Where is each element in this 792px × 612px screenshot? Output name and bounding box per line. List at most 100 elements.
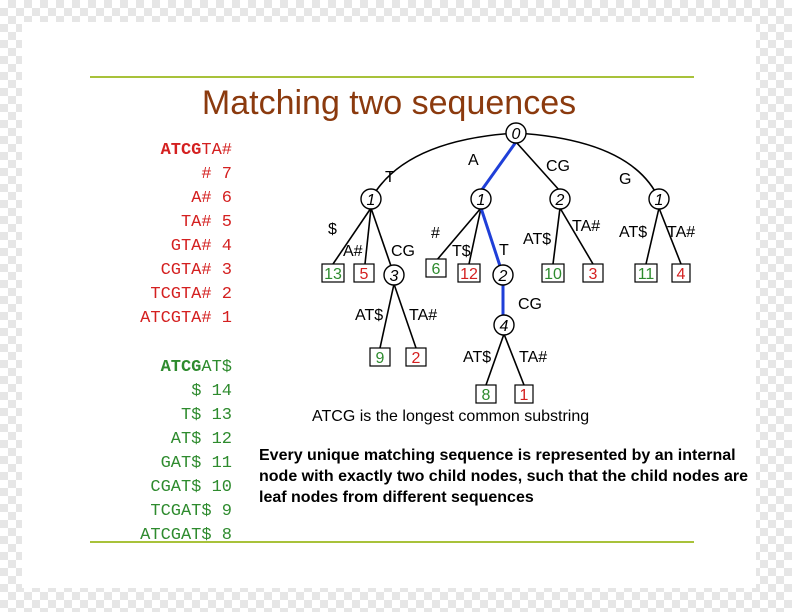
- suffix-b-row: AT$ 12: [170, 430, 232, 449]
- edge-root-t: [370, 132, 517, 200]
- suffix-a-row: ATCGTA# 1: [140, 309, 232, 328]
- diagram-caption: ATCG is the longest common substring: [312, 408, 590, 425]
- node-g: 1: [648, 188, 670, 210]
- suffix-b-row: $ 14: [191, 382, 232, 401]
- edge-root-cg: [515, 141, 561, 192]
- edge-t-tcg: [370, 207, 392, 267]
- leaf-13: 13: [321, 263, 345, 283]
- edge-a-6: [435, 207, 482, 262]
- leaf-11: 11: [634, 263, 658, 283]
- edge-label-a-12: T$: [452, 243, 471, 260]
- edge-label-atcg-1: TA#: [519, 349, 547, 366]
- node-root-label: 0: [512, 126, 521, 143]
- sequence-a-list: ATCGTA# # 7 A# 6 TA# 5 GTA# 4 CGTA# 3 TC…: [102, 139, 232, 331]
- leaf-8-label: 8: [482, 387, 491, 404]
- suffix-a-row: TCGTA# 2: [150, 285, 232, 304]
- sequence-b-common: ATCG: [160, 358, 202, 377]
- edge-label-t-13: $: [328, 221, 337, 238]
- node-a: 1: [470, 188, 492, 210]
- suffix-b-row: GAT$ 11: [160, 454, 232, 473]
- slide: Matching two sequences ATCGTA# # 7 A# 6 …: [22, 22, 756, 588]
- leaf-9: 9: [369, 347, 391, 367]
- edge-cg-3: [559, 207, 594, 265]
- edge-label-a-6: #: [431, 225, 440, 242]
- sequence-a-common: ATCG: [160, 141, 202, 160]
- edge-atcg-8: [485, 333, 505, 386]
- leaf-2: 2: [405, 347, 427, 367]
- edge-t-5: [364, 207, 372, 265]
- node-atcg: 4: [493, 314, 515, 336]
- suffix-a-row: TA# 5: [180, 213, 232, 232]
- edge-label-t-tcg: CG: [391, 243, 415, 260]
- node-tcg: 3: [383, 264, 405, 286]
- edge-label-g-4: TA#: [667, 224, 695, 241]
- node-root: 0: [505, 122, 527, 144]
- edge-tcg-2: [393, 283, 417, 349]
- node-cg-label: 2: [555, 192, 565, 209]
- edge-label-g-11: AT$: [619, 224, 647, 241]
- edge-root-a: [479, 141, 518, 192]
- node-at: 2: [492, 264, 514, 286]
- edge-label-at-atcg: CG: [518, 296, 542, 313]
- edge-label-cg-10: AT$: [523, 231, 551, 248]
- edge-a-12: [468, 207, 482, 265]
- leaf-12-label: 12: [460, 266, 478, 283]
- suffix-b-row: TCGAT$ 9: [150, 502, 232, 521]
- sequence-b-header: ATCGAT$: [161, 356, 232, 380]
- node-g-label: 1: [655, 192, 664, 209]
- leaf-1-label: 1: [520, 387, 529, 404]
- leaf-5-label: 5: [360, 266, 369, 283]
- leaf-12: 12: [457, 263, 481, 283]
- node-atcg-label: 4: [500, 318, 509, 335]
- suffix-a-row: CGTA# 3: [160, 261, 232, 280]
- leaf-10: 10: [541, 263, 565, 283]
- top-rule: [90, 76, 694, 78]
- edge-label-tcg-2: TA#: [409, 307, 437, 324]
- slide-title: Matching two sequences: [201, 84, 577, 122]
- suffix-a-row: # 7: [201, 165, 232, 184]
- suffix-b-row: ATCGAT$ 8: [140, 526, 232, 545]
- sequence-a-header: ATCGTA#: [161, 139, 232, 163]
- node-cg: 2: [549, 188, 571, 210]
- edge-label-atcg-8: AT$: [463, 349, 491, 366]
- suffix-tree-diagram: 0 1 1 2 1 3 2 4: [321, 122, 695, 404]
- suffix-a-row: GTA# 4: [170, 237, 232, 256]
- edge-label-tcg-9: AT$: [355, 307, 383, 324]
- leaf-13-label: 13: [324, 266, 342, 283]
- leaf-8: 8: [475, 384, 497, 404]
- edge-t-13: [332, 207, 372, 265]
- node-t: 1: [360, 188, 382, 210]
- leaf-11-label: 11: [638, 266, 655, 283]
- edge-label-root-g: G: [619, 171, 631, 188]
- edge-label-cg-3: TA#: [572, 218, 600, 235]
- node-at-label: 2: [498, 268, 508, 285]
- suffix-b-row: T$ 13: [180, 406, 232, 425]
- edge-atcg-1: [503, 333, 525, 386]
- edge-a-at: [479, 207, 502, 267]
- edge-label-root-cg: CG: [546, 158, 570, 175]
- leaf-3-label: 3: [589, 266, 598, 283]
- edge-g-11: [645, 207, 660, 265]
- leaf-2-label: 2: [412, 350, 421, 367]
- sequence-b-list: ATCGAT$ $ 14 T$ 13 AT$ 12 GAT$ 11 CGAT$ …: [102, 356, 232, 548]
- leaf-4: 4: [671, 263, 691, 283]
- leaf-6-label: 6: [432, 261, 441, 278]
- suffix-b-row: CGAT$ 10: [150, 478, 232, 497]
- edge-cg-10: [552, 207, 561, 265]
- edge-label-root-t: T: [385, 169, 395, 186]
- edge-root-g: [515, 132, 660, 200]
- edge-tcg-9: [379, 283, 395, 349]
- suffix-a-row: A# 6: [191, 189, 232, 208]
- edge-label-root-a: A: [468, 152, 479, 169]
- leaf-4-label: 4: [677, 266, 686, 283]
- edge-g-4: [658, 207, 682, 265]
- leaf-3: 3: [582, 263, 604, 283]
- leaf-1: 1: [514, 384, 534, 404]
- edge-label-t-5: A#: [343, 243, 363, 260]
- node-t-label: 1: [367, 192, 376, 209]
- leaf-6: 6: [425, 258, 447, 278]
- leaf-9-label: 9: [376, 350, 385, 367]
- leaf-10-label: 10: [544, 266, 562, 283]
- node-tcg-label: 3: [390, 268, 399, 285]
- explanation-text: Every unique matching sequence is repres…: [259, 447, 748, 506]
